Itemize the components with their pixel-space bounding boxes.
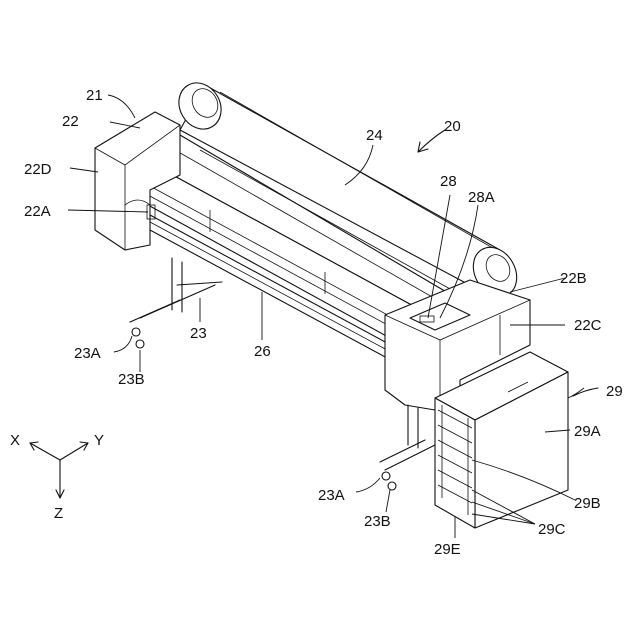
- label-29c: 29C: [538, 521, 566, 538]
- label-23a-left: 23A: [74, 345, 101, 362]
- label-29e: 29E: [434, 541, 461, 558]
- label-23a-right: 23A: [318, 487, 345, 504]
- label-22c: 22C: [574, 317, 602, 334]
- label-22: 22: [62, 113, 79, 130]
- label-20: 20: [444, 118, 461, 135]
- label-22b: 22B: [560, 270, 587, 287]
- label-22d: 22D: [24, 161, 52, 178]
- arrow-20: [418, 130, 445, 152]
- label-23: 23: [190, 325, 207, 342]
- label-23b-right: 23B: [364, 513, 391, 530]
- axis-label-z: Z: [54, 505, 63, 522]
- axis-indicator: [30, 442, 88, 498]
- label-23b-left: 23B: [118, 371, 145, 388]
- label-28a: 28A: [468, 189, 495, 206]
- axis-label-y: Y: [94, 432, 104, 449]
- arrow-29: [573, 388, 598, 396]
- label-29a: 29A: [574, 423, 601, 440]
- label-21: 21: [86, 87, 103, 104]
- label-29: 29: [606, 383, 623, 400]
- label-26: 26: [254, 343, 271, 360]
- label-24: 24: [366, 127, 383, 144]
- label-28: 28: [440, 173, 457, 190]
- label-29b: 29B: [574, 495, 601, 512]
- label-22a: 22A: [24, 203, 51, 220]
- axis-label-x: X: [10, 432, 20, 449]
